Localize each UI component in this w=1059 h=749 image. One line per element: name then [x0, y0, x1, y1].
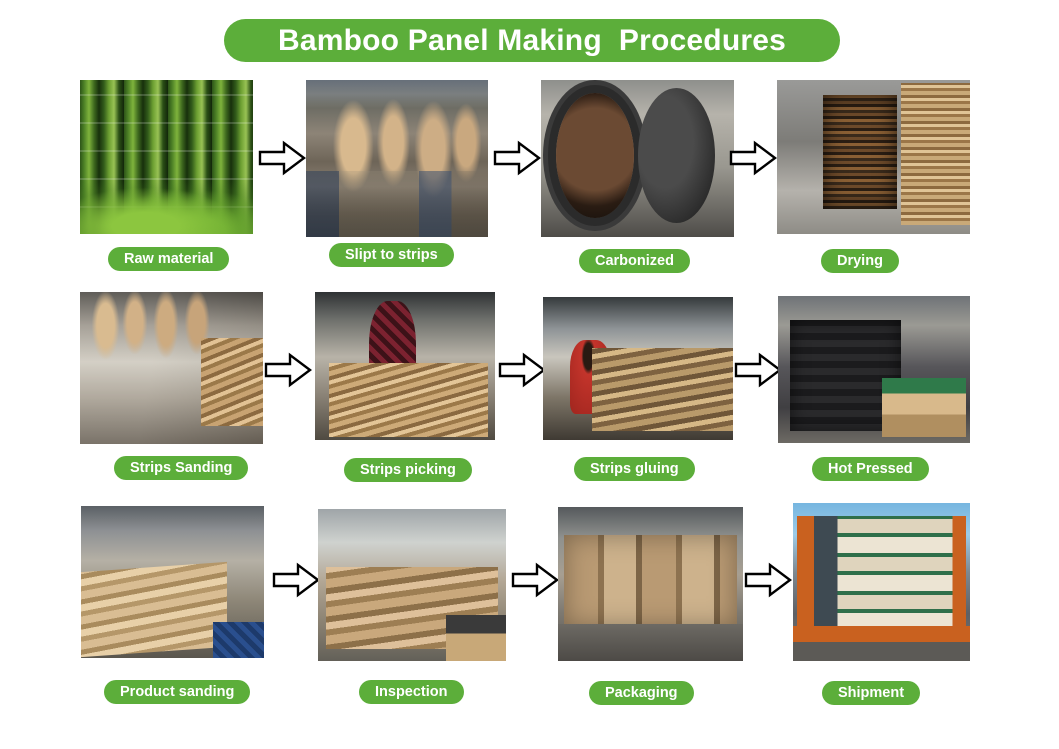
step-photo-strips-sanding	[80, 292, 263, 444]
step-label-packaging: Packaging	[589, 681, 694, 705]
step-photo-hot-pressed	[778, 296, 970, 443]
step-photo-slipt-to-strips	[306, 80, 488, 237]
step-label-text: Product sanding	[120, 683, 235, 700]
step-photo-strips-picking	[315, 292, 495, 440]
step-label-strips-gluing: Strips gluing	[574, 457, 695, 481]
right-arrow-icon	[511, 562, 559, 598]
step-label-text: Shipment	[838, 684, 905, 701]
page-title: Bamboo Panel Making Procedures	[278, 23, 786, 57]
step-label-hot-pressed: Hot Pressed	[812, 457, 929, 481]
step-photo-carbonized	[541, 80, 734, 237]
right-arrow-icon	[498, 352, 546, 388]
right-arrow-icon	[734, 352, 782, 388]
step-photo-raw-material	[80, 80, 253, 234]
step-label-raw-material: Raw material	[108, 247, 230, 271]
step-photo-inspection	[318, 509, 506, 661]
right-arrow-icon	[729, 140, 777, 176]
step-label-product-sanding: Product sanding	[104, 680, 251, 704]
step-photo-drying	[777, 80, 970, 234]
right-arrow-icon	[744, 562, 792, 598]
page-title-banner: Bamboo Panel Making Procedures	[224, 19, 840, 62]
step-label-text: Strips Sanding	[130, 459, 233, 476]
step-label-shipment: Shipment	[822, 681, 921, 705]
step-label-strips-sanding: Strips Sanding	[114, 456, 249, 480]
step-label-carbonized: Carbonized	[579, 249, 690, 273]
step-label-text: Strips picking	[360, 461, 456, 478]
step-label-text: Drying	[837, 252, 883, 269]
step-label-text: Packaging	[605, 684, 678, 701]
step-photo-strips-gluing	[543, 297, 733, 440]
step-label-text: Raw material	[124, 250, 214, 267]
right-arrow-icon	[272, 562, 320, 598]
step-photo-shipment	[793, 503, 970, 661]
step-label-text: Carbonized	[595, 252, 674, 269]
step-label-text: Inspection	[375, 683, 448, 700]
step-label-text: Strips gluing	[590, 460, 679, 477]
right-arrow-icon	[258, 140, 306, 176]
right-arrow-icon	[264, 352, 312, 388]
step-label-drying: Drying	[821, 249, 899, 273]
step-label-inspection: Inspection	[359, 680, 464, 704]
step-photo-product-sanding	[81, 506, 264, 658]
step-label-text: Hot Pressed	[828, 460, 913, 477]
step-photo-packaging	[558, 507, 743, 661]
step-label-slipt-to-strips: Slipt to strips	[329, 243, 454, 267]
right-arrow-icon	[493, 140, 541, 176]
step-label-text: Slipt to strips	[345, 246, 438, 263]
step-label-strips-picking: Strips picking	[344, 458, 472, 482]
